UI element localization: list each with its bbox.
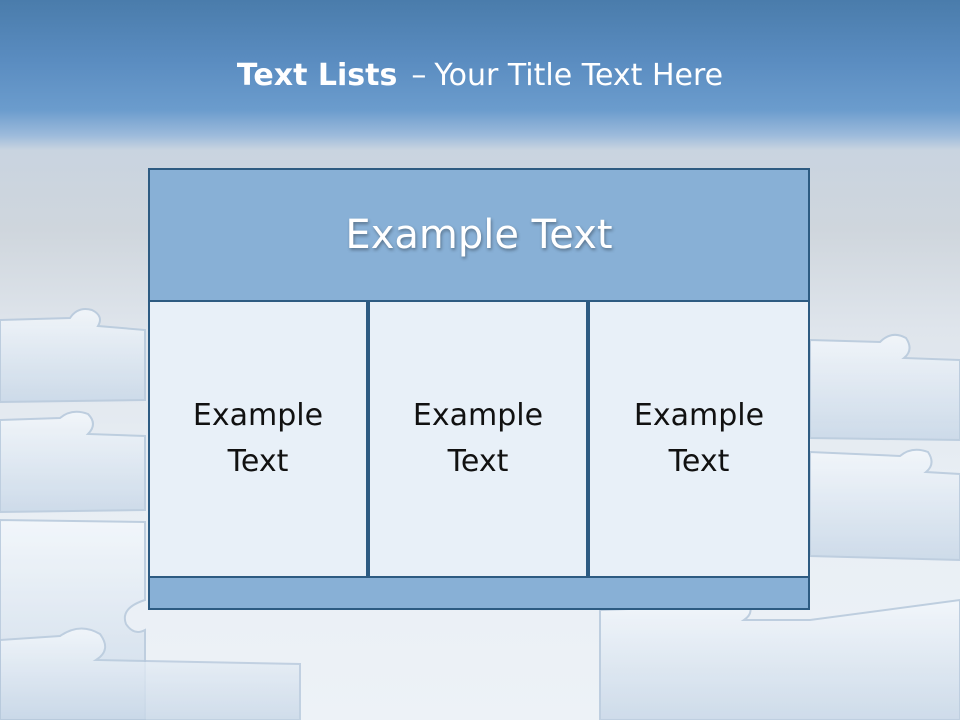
column-box-2: Example Text (368, 300, 588, 578)
title-dash: – (411, 58, 427, 93)
table-footer-bar (148, 576, 810, 610)
column-text-3: Example Text (633, 398, 765, 479)
column-box-3: Example Text (588, 300, 810, 578)
title-rest-text: Your Title Text Here (434, 58, 724, 93)
table-header-box: Example Text (148, 168, 810, 302)
column-text-1: Example Text (192, 398, 324, 479)
slide-title: Text Lists–Your Title Text Here (0, 52, 960, 100)
title-bold-text: Text Lists (236, 58, 398, 93)
column-text-2: Example Text (412, 398, 544, 479)
table-header-text: Example Text (345, 212, 613, 258)
column-box-1: Example Text (148, 300, 368, 578)
